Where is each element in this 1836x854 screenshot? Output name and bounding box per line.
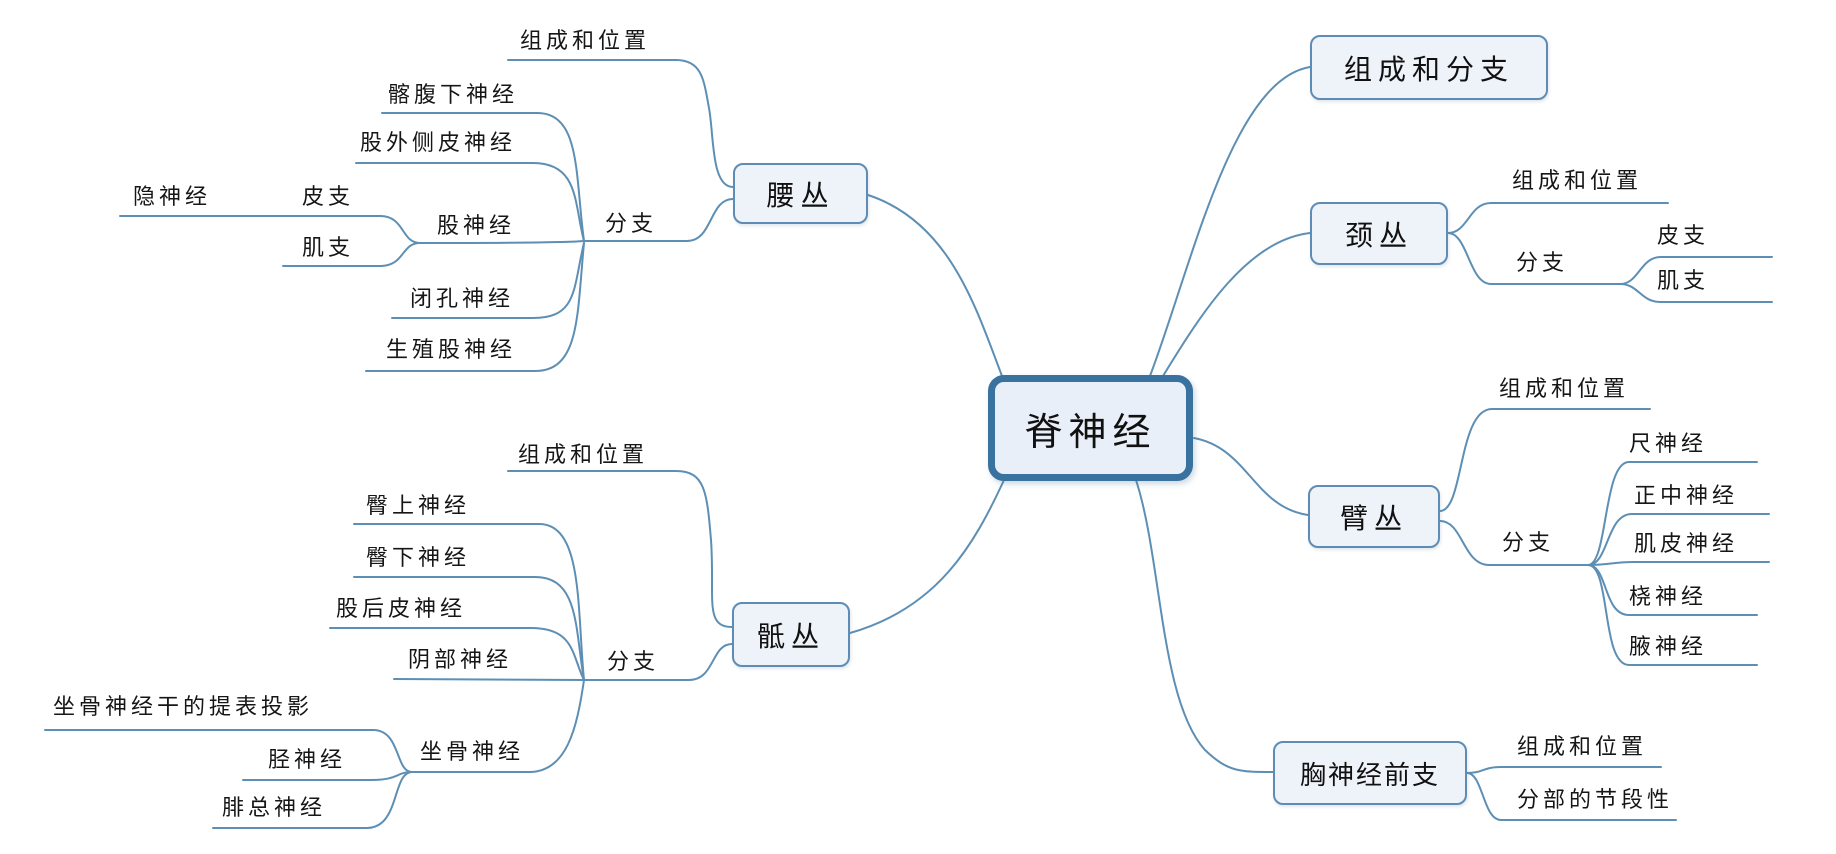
label-lumbar-composition[interactable]: 组成和位置 <box>520 29 651 54</box>
topic-thoracic-anterior-rami[interactable]: 胸神经前支 <box>1273 741 1467 805</box>
connector-center-thoracic <box>1135 479 1274 773</box>
underline-lumbar-muscular <box>282 242 421 267</box>
underline-cervical-composition <box>1447 202 1669 234</box>
label-brachial-branches[interactable]: 分支 <box>1502 531 1555 556</box>
topic-root[interactable]: 脊神经 <box>988 375 1193 481</box>
topic-brachial-plexus[interactable]: 臂丛 <box>1308 485 1440 548</box>
label-lumbar-saphenous-nerve[interactable]: 隐神经 <box>133 185 212 210</box>
underline-cervical-muscular <box>1619 283 1773 303</box>
connector-center-brachial <box>1193 437 1309 516</box>
label-lumbar-lateral-femoral-cutaneous-nerve[interactable]: 股外侧皮神经 <box>360 131 517 156</box>
label-sacral-sciatic-surface-projection[interactable]: 坐骨神经干的提表投影 <box>53 695 314 720</box>
label-sacral-sciatic-nerve[interactable]: 坐骨神经 <box>420 740 525 765</box>
topic-sacral-plexus[interactable]: 骶丛 <box>732 602 850 667</box>
underline-lumbar-iliohypogastric <box>381 112 585 242</box>
label-thoracic-composition[interactable]: 组成和位置 <box>1517 735 1648 760</box>
underline-sacral-inferior-gluteal <box>353 576 585 681</box>
underline-lumbar-lateral-femoral-cutaneous <box>355 162 585 242</box>
underline-brachial-axillary <box>1587 564 1758 666</box>
label-cervical-cutaneous[interactable]: 皮支 <box>1657 224 1710 249</box>
label-brachial-radial-nerve[interactable]: 桡神经 <box>1629 585 1708 610</box>
label-brachial-median-nerve[interactable]: 正中神经 <box>1634 484 1739 509</box>
label-cervical-composition[interactable]: 组成和位置 <box>1512 169 1643 194</box>
underline-lumbar-genitofemoral <box>365 242 585 372</box>
label-sacral-inferior-gluteal-nerve[interactable]: 臀下神经 <box>366 546 471 571</box>
underline-lumbar-branches <box>583 198 734 242</box>
topic-composition-branches[interactable]: 组成和分支 <box>1310 35 1548 100</box>
underline-brachial-musculocutaneous <box>1587 561 1770 566</box>
connector-center-sacral <box>849 479 1005 634</box>
underline-sacral-common-peroneal <box>212 771 413 829</box>
label-thoracic-segmentation[interactable]: 分部的节段性 <box>1517 788 1674 813</box>
underline-sacral-composition <box>507 470 733 628</box>
underline-thoracic-segmentation <box>1466 772 1677 821</box>
underline-sacral-sciatic <box>411 679 585 773</box>
connector-center-composition <box>1149 66 1311 377</box>
underline-cervical-branches <box>1447 232 1621 285</box>
underline-sacral-branches <box>583 643 733 681</box>
label-cervical-muscular[interactable]: 肌支 <box>1657 269 1710 294</box>
underline-lumbar-obturator <box>391 242 585 319</box>
underline-cervical-cutaneous <box>1619 256 1773 285</box>
underline-sacral-pudendal <box>393 678 585 681</box>
underline-thoracic-composition <box>1466 766 1662 774</box>
label-lumbar-muscular-branch[interactable]: 肌支 <box>302 236 355 261</box>
topic-lumbar-plexus[interactable]: 腰丛 <box>733 163 868 224</box>
label-brachial-composition[interactable]: 组成和位置 <box>1499 377 1630 402</box>
label-brachial-axillary-nerve[interactable]: 腋神经 <box>1629 635 1708 660</box>
underline-lumbar-composition <box>507 59 734 188</box>
underline-brachial-composition <box>1439 408 1651 512</box>
label-lumbar-cutaneous-branch[interactable]: 皮支 <box>302 185 355 210</box>
label-lumbar-iliohypogastric-nerve[interactable]: 髂腹下神经 <box>388 83 519 108</box>
label-sacral-superior-gluteal-nerve[interactable]: 臀上神经 <box>366 494 471 519</box>
label-sacral-branches[interactable]: 分支 <box>607 650 660 675</box>
underline-brachial-median <box>1587 513 1770 566</box>
label-lumbar-femoral-nerve[interactable]: 股神经 <box>437 214 516 239</box>
underline-lumbar-cutaneous-saphenous <box>119 215 421 244</box>
underline-sacral-sciatic-projection <box>44 729 413 773</box>
underline-brachial-branches <box>1439 520 1589 566</box>
connector-center-lumbar <box>867 194 1003 377</box>
label-sacral-common-peroneal-nerve[interactable]: 腓总神经 <box>222 796 327 821</box>
label-lumbar-obturator-nerve[interactable]: 闭孔神经 <box>410 287 515 312</box>
underline-sacral-superior-gluteal <box>353 523 585 681</box>
label-cervical-branches[interactable]: 分支 <box>1516 251 1569 276</box>
label-brachial-ulnar-nerve[interactable]: 尺神经 <box>1629 432 1708 457</box>
connector-center-cervical <box>1162 232 1311 377</box>
underline-lumbar-femoral <box>419 240 585 244</box>
label-sacral-tibial-nerve[interactable]: 胫神经 <box>268 748 347 773</box>
underline-brachial-ulnar <box>1587 461 1758 566</box>
underline-sacral-posterior-femoral-cutaneous <box>329 627 585 681</box>
label-sacral-posterior-femoral-cutaneous-nerve[interactable]: 股后皮神经 <box>336 597 467 622</box>
label-sacral-pudendal-nerve[interactable]: 阴部神经 <box>408 648 513 673</box>
topic-cervical-plexus[interactable]: 颈丛 <box>1310 202 1448 265</box>
label-sacral-composition[interactable]: 组成和位置 <box>518 443 649 468</box>
label-brachial-musculocutaneous-nerve[interactable]: 肌皮神经 <box>1634 532 1739 557</box>
label-lumbar-branches[interactable]: 分支 <box>605 212 658 237</box>
label-lumbar-genitofemoral-nerve[interactable]: 生殖股神经 <box>386 338 517 363</box>
